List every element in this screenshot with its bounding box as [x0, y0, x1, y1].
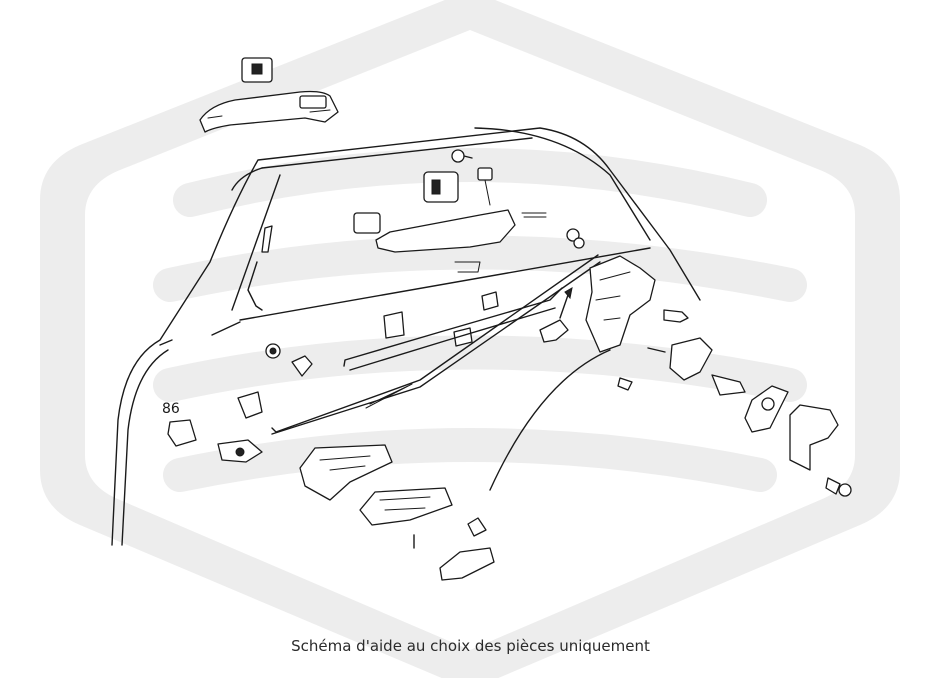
clips-and-fasteners	[247, 225, 585, 377]
outer-door-handle	[199, 57, 339, 133]
callout-86: 86	[162, 401, 180, 417]
door-frame-outline	[111, 127, 701, 546]
inner-handle-mechanism	[353, 149, 547, 273]
inner-handle-trims	[299, 444, 495, 581]
door-lock-assembly	[585, 255, 852, 497]
lock-rods	[271, 254, 601, 435]
lock-cylinder-parts	[167, 391, 263, 463]
diagram-caption: Schéma d'aide au choix des pièces unique…	[291, 637, 650, 655]
